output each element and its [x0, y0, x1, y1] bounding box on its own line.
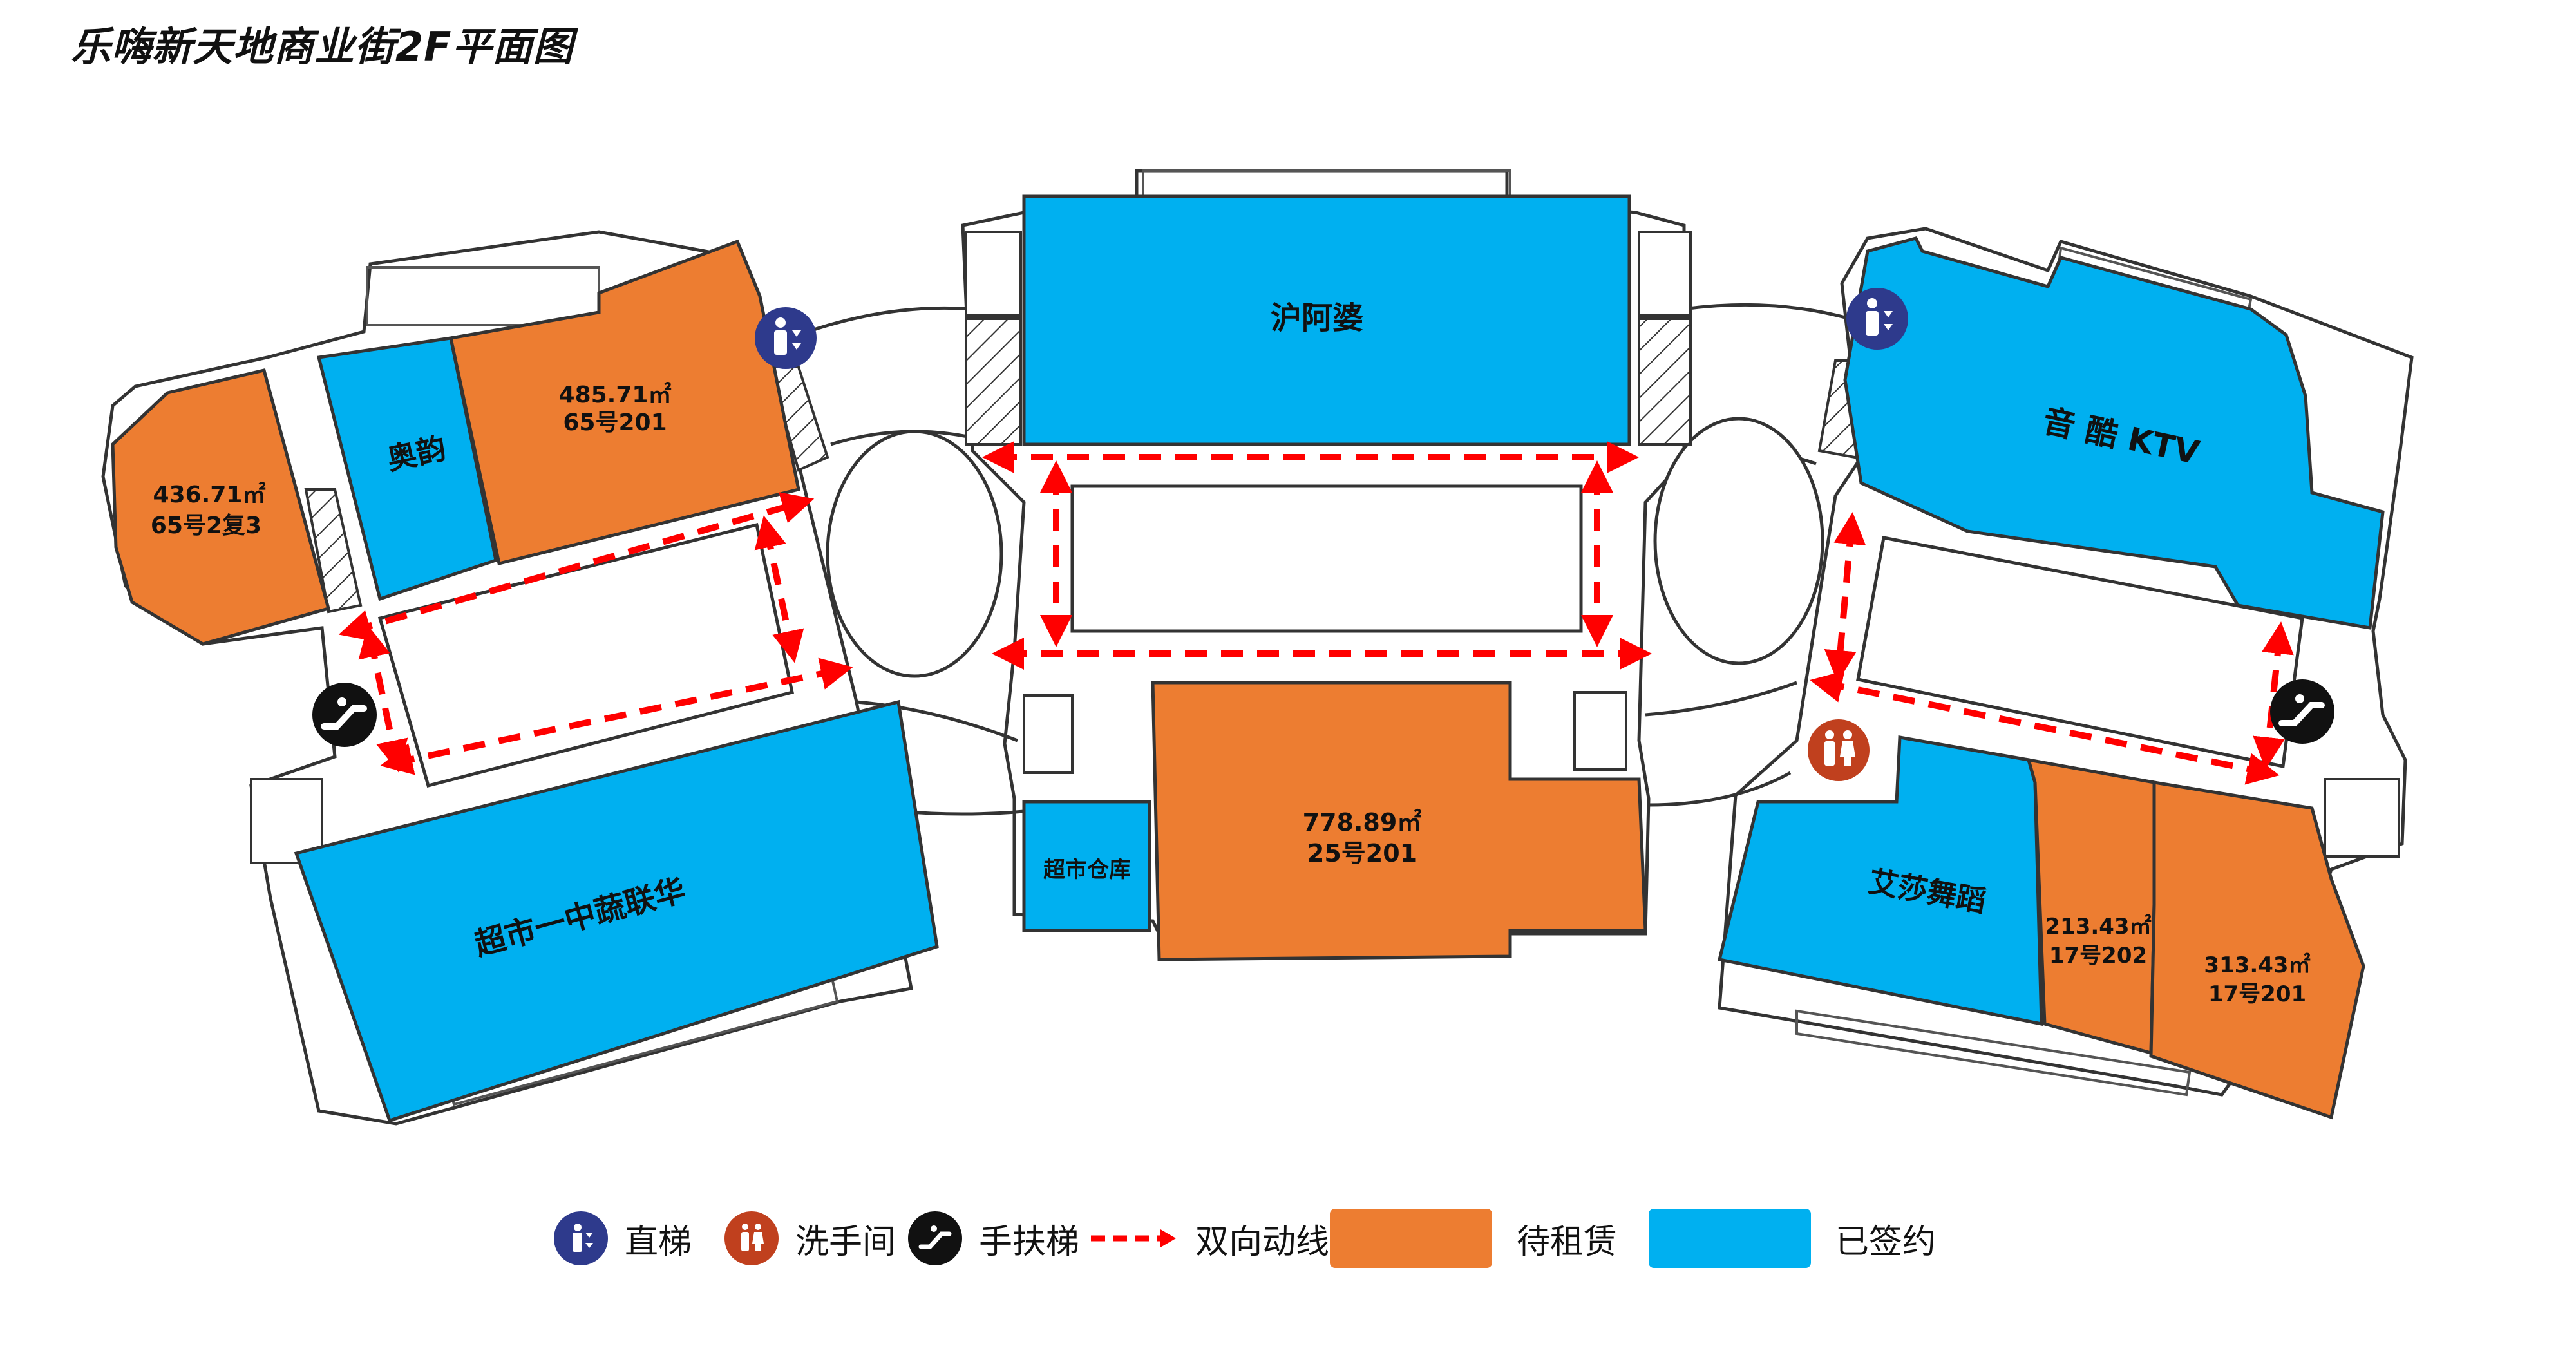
escalator-icon [908, 1211, 962, 1265]
unit-warehouse[interactable] [1022, 800, 1151, 932]
signed-swatch [1649, 1209, 1811, 1268]
floor-plan: 436.71㎡ 65号2复3 奥韵 485.71㎡ 65号201 超市一中蔬联华… [101, 169, 2414, 1126]
legend-escalator: 手扶梯 [908, 1203, 1079, 1274]
legend-signed-label: 已签约 [1835, 1222, 1937, 1262]
legend-route: 双向动线 [1088, 1203, 1329, 1274]
route-east-right [2253, 621, 2294, 770]
legend-route-label: 双向动线 [1195, 1222, 1330, 1262]
route-east-bottom [1810, 670, 2280, 785]
route-line-icon [1091, 1229, 1176, 1247]
unit-17-202[interactable] [2026, 757, 2156, 1055]
unit-65-2f3-area: 436.71㎡ [153, 481, 266, 508]
elevator-icon [1846, 288, 1908, 350]
legend-for-lease: 待租赁 [1330, 1203, 1617, 1274]
unit-65-201-id: 65号201 [563, 410, 667, 436]
legend-elevator: 直梯 [554, 1203, 692, 1274]
escalator-icon [2270, 679, 2334, 744]
legend-signed: 已签约 [1649, 1203, 1936, 1274]
unit-25-201-area: 778.89㎡ [1303, 808, 1422, 837]
legend-restroom-label: 洗手间 [795, 1222, 896, 1262]
unit-25-201-id: 25号201 [1307, 839, 1417, 867]
route-east-left [1824, 512, 1866, 683]
for-lease-swatch [1330, 1209, 1492, 1268]
route-lines [338, 441, 2294, 785]
route-west-right [754, 515, 804, 663]
restroom-icon [1808, 719, 1870, 781]
route-west-left [358, 625, 408, 773]
unit-huapo-name: 沪阿婆 [1271, 300, 1363, 336]
legend-for-lease-label: 待租赁 [1517, 1222, 1618, 1262]
unit-17-201-area: 313.43㎡ [2204, 952, 2310, 978]
escalator-icon [312, 683, 377, 747]
legend-elevator-label: 直梯 [625, 1222, 692, 1262]
unit-17-201-id: 17号201 [2208, 981, 2306, 1007]
route-west-top [338, 492, 815, 641]
elevator-icon [554, 1211, 608, 1265]
unit-25-201[interactable] [1151, 681, 1647, 961]
elevator-icon [755, 307, 817, 369]
legend-escalator-label: 手扶梯 [979, 1222, 1080, 1262]
atria [826, 417, 1824, 678]
unit-ktv[interactable] [1843, 236, 2385, 630]
restroom-icon [724, 1211, 779, 1265]
unit-17-202-id: 17号202 [2049, 943, 2147, 969]
unit-17-202-area: 213.43㎡ [2045, 914, 2151, 940]
unit-65-2f3-id: 65号2复3 [151, 513, 261, 539]
unit-warehouse-name: 超市仓库 [1043, 857, 1131, 883]
route-west-bottom [380, 657, 853, 775]
unit-65-201-area: 485.71㎡ [559, 381, 672, 408]
map-title: 乐嗨新天地商业街2F平面图 [71, 23, 574, 70]
legend-restroom: 洗手间 [724, 1203, 896, 1274]
unit-17-201[interactable] [2149, 780, 2365, 1120]
legend: 直梯 洗手间 手扶梯 双向动线 待租赁 已签约 [0, 1203, 2576, 1274]
unit-65-2f3[interactable] [111, 368, 331, 646]
